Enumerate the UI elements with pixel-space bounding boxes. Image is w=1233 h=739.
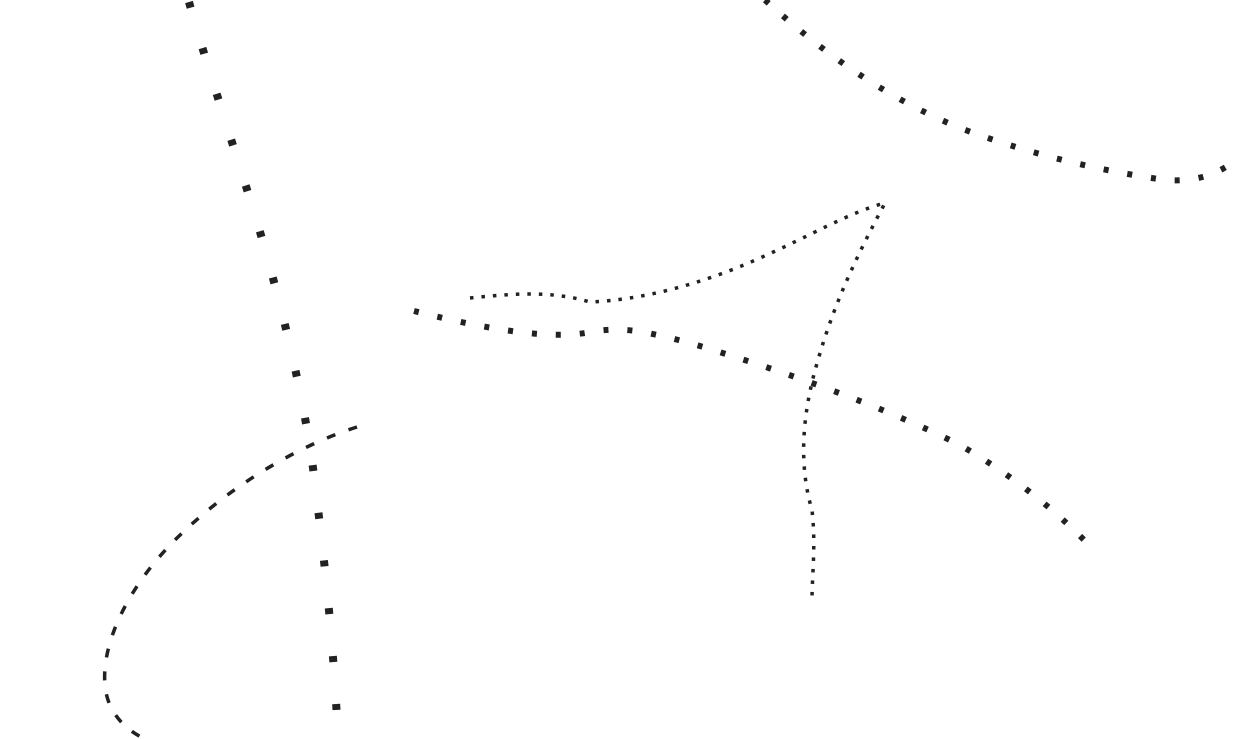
fine-dotted-triangle-curve — [469, 200, 889, 601]
left-vertical-dotted-curve — [185, 0, 342, 739]
middle-diagonal-dotted-curve — [413, 308, 1095, 551]
left-arc-dashed-curve — [102, 425, 358, 739]
top-right-dotted-curve — [762, 0, 1233, 184]
